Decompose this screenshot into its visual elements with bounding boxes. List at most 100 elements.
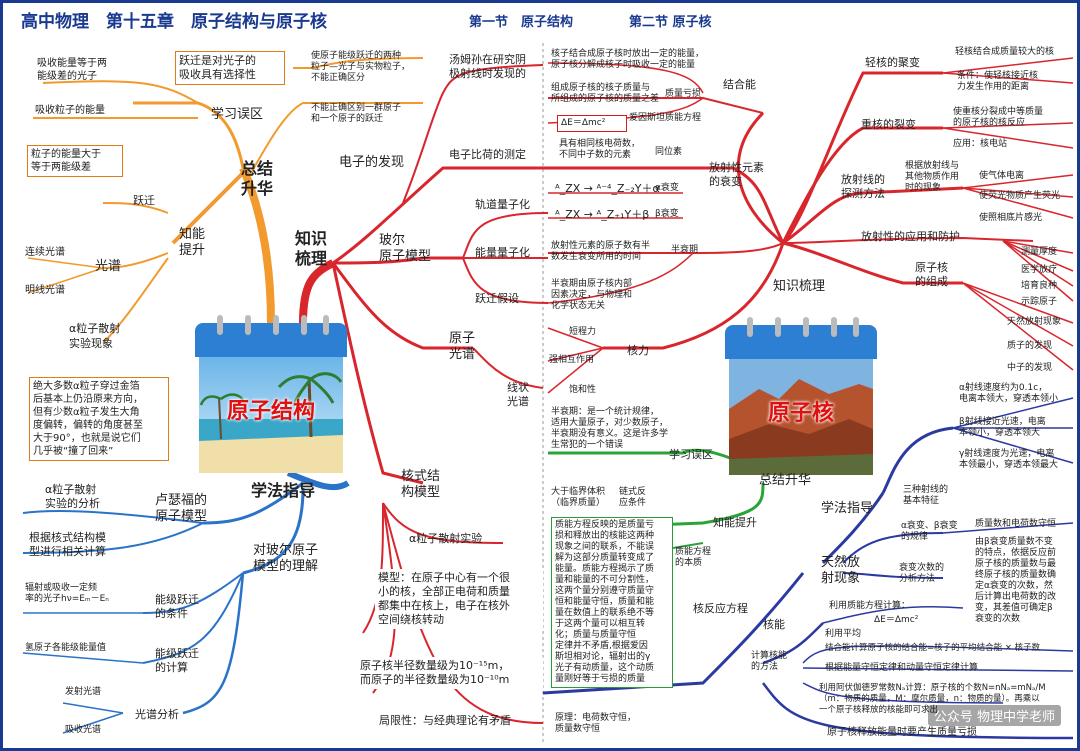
left-blue-branches xyxy=(22,470,350,734)
watermark: 公众号 物理中学老师 xyxy=(927,705,1061,726)
misconception-node: 学习误区 xyxy=(211,107,264,122)
limitation: 局限性：与经典理论有矛盾 xyxy=(379,714,511,727)
beta-ray: β射线接近光速，电离 本领小，穿透本领大 xyxy=(959,417,1046,438)
beta-decay: β衰变 xyxy=(655,209,679,219)
nuclear-equation-node: 核反应方程 xyxy=(693,602,748,615)
essence-node: 质能方程 的本质 xyxy=(675,547,712,568)
three-rays: 三种射线的 基本特征 xyxy=(903,485,949,506)
gamma-ray: γ射线速度为光速，电离 本领最小，穿透本领最大 xyxy=(959,449,1059,470)
atomic-spectrum-node: 原子 光谱 xyxy=(449,331,476,362)
calendar-ring-icon xyxy=(775,317,781,337)
mass-energy-calc: 利用质能方程计算： xyxy=(829,601,911,611)
radius-magnitude: 原子核半径数量级为10⁻¹⁵m， 而原子的半径数量级为10⁻¹⁰m xyxy=(357,657,543,689)
transition-condition: 能级跃迁 的条件 xyxy=(155,593,199,620)
mass-energy-box-2: ΔE＝Δmc² xyxy=(871,613,941,628)
app-1: 测量厚度 xyxy=(1021,247,1058,257)
nuclear-energy-node: 核能 xyxy=(763,618,785,631)
alpha-decay: α衰变 xyxy=(655,183,679,193)
absorb-photon-text: 吸收能量等于两 能级差的光子 xyxy=(37,58,107,82)
decay-node: 放射性元素 的衰变 xyxy=(709,161,764,188)
hydrogen-levels: 氢原子各能级能量值 xyxy=(25,643,107,653)
isotope-node: 同位素 xyxy=(655,147,683,157)
energy-quantization: 能量量子化 xyxy=(475,246,530,259)
calendar-ring-icon xyxy=(747,317,753,337)
detection-text: 根据放射线与 其他物质作用 时的现象 xyxy=(905,161,960,193)
decay-count-text: 由β衰变质量数不变 的特点，依据反应前 原子核的质量数与最 终原子核的质量数确 … xyxy=(975,537,1057,624)
mass-energy-essence-box: 质能方程反映的是质量亏 损和释放出的核能这两种 现象之间的联系，不能误 解为这部… xyxy=(551,517,673,688)
nuclear-calc: 根据核式结构模 型进行相关计算 xyxy=(29,531,106,558)
misconception-1: 使原子能级跃迁的两种 粒子—光子与实物粒子， 不能正确区分 xyxy=(311,51,411,83)
fusion-node: 轻核的聚变 xyxy=(865,56,920,69)
calendar-ring-icon xyxy=(831,317,837,337)
beta-equation: ᴬ_ZX → ᴬ_Z₊₁Y＋β xyxy=(555,208,650,221)
center-title-right: 原子核 xyxy=(767,401,834,426)
right-red-branches xyxy=(547,57,1074,394)
summary-node-right: 总结升华 xyxy=(759,473,812,488)
app-4: 示踪原子 xyxy=(1021,297,1058,307)
page-title: 高中物理 第十五章 原子结构与原子核 xyxy=(21,12,327,32)
calendar-ring-icon xyxy=(301,315,307,335)
application-node: 放射性的应用和防护 xyxy=(861,230,960,243)
alpha-analysis: α粒子散射 实验的分析 xyxy=(45,483,100,510)
fission-text-1: 使重核分裂成中等质量 的原子核的核反应 xyxy=(953,107,1044,128)
knowledge-node: 知识 梳理 xyxy=(295,229,328,268)
comp-3: 中子的发现 xyxy=(1007,363,1053,373)
continuous-spectrum: 连续光谱 xyxy=(25,247,65,258)
calendar-ring-icon xyxy=(245,315,251,335)
line-spectrum: 线状 光谱 xyxy=(507,381,529,408)
mass-defect-text: 组成原子核的核子质量与 所组成的原子核的质量之差 xyxy=(551,83,660,104)
rutherford-model: 卢瑟福的 原子模型 xyxy=(155,493,208,524)
knowledge-node-right: 知识梳理 xyxy=(773,279,826,294)
section-1-title: 第一节 原子结构 xyxy=(469,15,574,30)
thomson-text: 汤姆孙在研究阴 极射线时发现的 xyxy=(449,53,526,80)
transition-hypothesis: 跃迁假设 xyxy=(475,292,519,305)
transition-selectivity-box: 跃迁是对光子的 吸收具有选择性 xyxy=(175,51,285,85)
calendar-ring-icon xyxy=(853,317,859,337)
binding-calc: 结合能计算原子核的结合能=核子的平均结合能 × 核子数 xyxy=(825,643,1041,653)
calendar-ring-icon xyxy=(323,315,329,335)
nuclear-force-node: 核力 xyxy=(627,344,649,357)
canyon-image xyxy=(729,359,873,475)
calendar-nucleus: 原子核 xyxy=(725,317,877,477)
binding-text: 核子结合成原子核时放出一定的能量， 原子核分解成核子时吸收一定的能量 xyxy=(551,49,705,70)
comp-2: 质子的发现 xyxy=(1007,341,1053,351)
conservation-law: 质量数和电荷数守恒 xyxy=(975,519,1057,529)
binding-energy-node: 结合能 xyxy=(723,78,756,91)
calendar-atom-structure: 原子结构 xyxy=(195,315,347,475)
branch-lines xyxy=(22,43,1074,743)
particle-energy-box: 粒子的能量大于 等于两能级差 xyxy=(27,145,123,177)
app-3: 培育良种 xyxy=(1021,281,1058,291)
left-red-branches xyxy=(299,64,549,724)
alpha-phenomenon-box: 绝大多数α粒子穿过金箔 后基本上仍沿原来方向， 但有少数α粒子发生大角 度偏转，… xyxy=(29,377,169,461)
bottom-statement: 原子核释放能量时要产生质量亏损 xyxy=(827,727,977,738)
spectral-analysis: 光谱分析 xyxy=(135,708,179,721)
strong-interaction: 强相互作用 xyxy=(549,355,595,365)
half-life-text: 放射性元素的原子数有半 数发生衰变所用的时间 xyxy=(551,241,651,262)
natural-radioactivity: 天然放 射现象 xyxy=(821,555,861,586)
calendar-ring-icon xyxy=(273,315,279,335)
bohr-understanding: 对玻尔原子 模型的理解 xyxy=(253,543,319,574)
absorption-spectrum: 吸收光谱 xyxy=(65,725,102,735)
summary-node: 总结 升华 xyxy=(241,159,274,198)
app-2: 医学放疗 xyxy=(1021,265,1058,275)
detection-3: 使照相底片感光 xyxy=(979,213,1043,223)
isotope-text: 具有相同核电荷数， 不同中子数的元素 xyxy=(559,139,641,160)
header: 高中物理 第十五章 原子结构与原子核 第一节 原子结构 第二节 原子核 xyxy=(3,3,1080,33)
fission-text-2: 应用：核电站 xyxy=(953,139,1008,149)
mass-defect-node: 质量亏损 xyxy=(665,89,702,99)
calc-method: 计算核能 的方法 xyxy=(751,651,788,672)
transition-node: 跃迁 xyxy=(133,194,155,207)
detection-1: 使气体电离 xyxy=(979,171,1025,181)
method-node: 学法指导 xyxy=(251,481,316,500)
method-node-right: 学法指导 xyxy=(821,501,874,516)
absorb-particle-text: 吸收粒子的能量 xyxy=(35,105,105,116)
misconception-2: 不能正确区别一群原子 和一个原子的跃迁 xyxy=(311,103,402,124)
mass-energy-box: ΔE＝Δmc² xyxy=(557,115,627,132)
comp-1: 天然放射现象 xyxy=(1007,317,1062,327)
radiation-frequency: 辐射或吸收一定频 率的光子hν=Eₘ－Eₙ xyxy=(25,583,109,604)
average-label: 利用平均 xyxy=(825,629,862,639)
bright-line-spectrum: 明线光谱 xyxy=(25,285,65,296)
half-life-factor: 半衰期由原子核内部 因素决定，与物理和 化学状态无关 xyxy=(551,279,633,311)
center-title-left: 原子结构 xyxy=(226,399,315,424)
alpha-ray: α射线速度约为0.1c， 电离本领大，穿透本领小 xyxy=(959,383,1059,404)
